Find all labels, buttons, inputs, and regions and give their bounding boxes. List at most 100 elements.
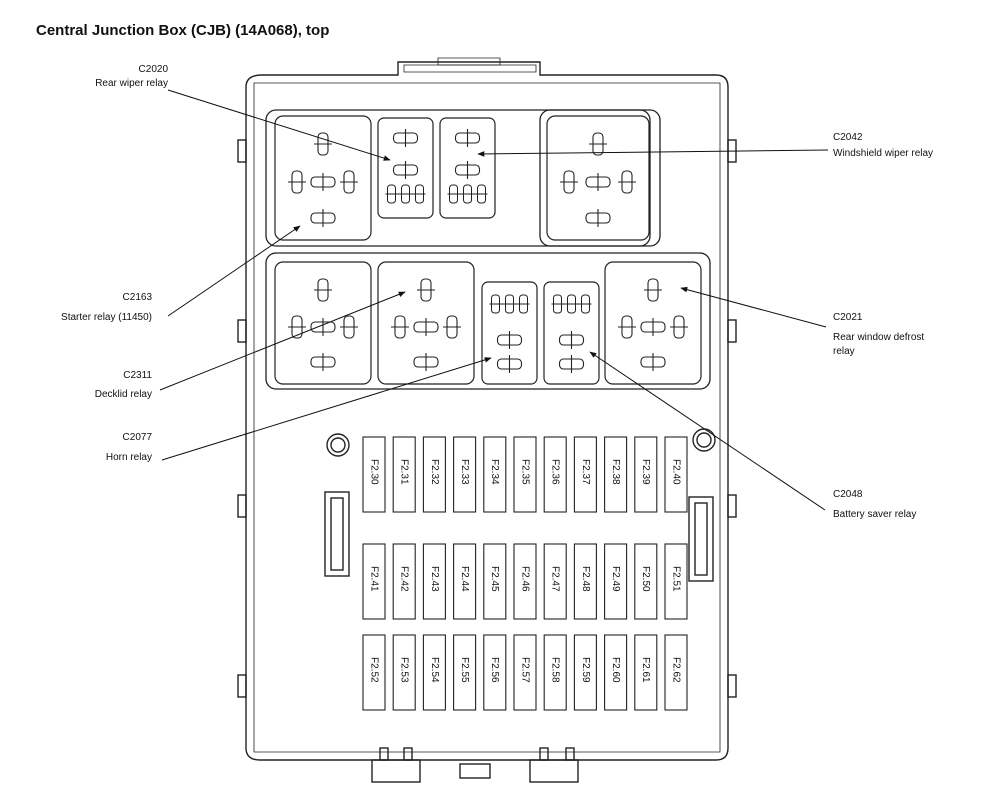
callout-c2077-name: Horn relay [106,452,152,463]
fuse-label: F2.36 [550,459,561,485]
fuse-body [664,543,688,620]
fuse-label: F2.35 [519,459,530,485]
fuse-body [634,436,658,513]
fuse-body [453,634,477,711]
fuse-slot: F2.44 [453,543,477,620]
fuse-slot: F2.41 [362,543,386,620]
fuse-slot: F2.48 [573,543,597,620]
fuse-label: F2.62 [670,657,681,683]
fuse-slot: F2.35 [513,436,537,513]
fuse-slot: F2.55 [453,634,477,711]
leader-c2021 [680,286,827,328]
fuse-slot: F2.50 [634,543,658,620]
fuse-body [392,543,416,620]
leader-c2077 [161,357,492,461]
fuse-body [664,634,688,711]
relay-c2042-windshield-wiper [439,117,496,219]
fuse-body [513,436,537,513]
fuse-body [422,634,446,711]
fuse-slot: F2.58 [543,634,567,711]
fuse-slot: F2.62 [664,634,688,711]
fuse-slot: F2.61 [634,634,658,711]
fuse-body [573,543,597,620]
fuse-slot: F2.52 [362,634,386,711]
fuse-label: F2.38 [610,459,621,485]
leader-c2311 [159,291,406,391]
fuse-body [634,634,658,711]
fuse-slot: F2.40 [664,436,688,513]
fuse-body [483,543,507,620]
fuse-slot: F2.39 [634,436,658,513]
fuse-label: F2.52 [368,657,379,683]
fuse-label: F2.56 [489,657,500,683]
fuse-body [362,436,386,513]
callout-c2048-name: Battery saver relay [833,509,916,520]
fuse-slot: F2.56 [483,634,507,711]
fuse-slot: F2.37 [573,436,597,513]
fuse-body [453,436,477,513]
fuse-body [483,634,507,711]
fuse-slot: F2.34 [483,436,507,513]
fuse-slot: F2.59 [573,634,597,711]
leader-lines [159,89,829,511]
fuse-label: F2.54 [429,657,440,683]
fuse-body [422,436,446,513]
fuse-body [362,543,386,620]
fuse-body [634,543,658,620]
callout-c2021-code: C2021 [833,312,863,323]
fuse-slot: F2.38 [604,436,628,513]
fuse-label: F2.46 [519,566,530,592]
fuse-body [483,436,507,513]
relay-c2163-lower [274,261,372,385]
fuse-slot: F2.42 [392,543,416,620]
fuse-slot: F2.60 [604,634,628,711]
fuse-body [422,543,446,620]
fuse-label: F2.43 [429,566,440,592]
fuse-slot: F2.30 [362,436,386,513]
fuse-label: F2.55 [459,657,470,683]
fuse-label: F2.42 [399,566,410,592]
fuse-body [392,634,416,711]
fuse-label: F2.44 [459,566,470,592]
fuse-body [543,543,567,620]
fuse-body [392,436,416,513]
fuse-label: F2.50 [640,566,651,592]
fuse-label: F2.60 [610,657,621,683]
fuse-slot: F2.54 [422,634,446,711]
fuse-body [573,436,597,513]
fuse-label: F2.59 [580,657,591,683]
relay-group [274,115,702,385]
leader-c2020 [167,89,391,161]
fuse-body [604,634,628,711]
relay-c2077-horn [481,281,538,385]
fuse-slot: F2.57 [513,634,537,711]
fuse-label: F2.41 [368,566,379,592]
fuse-slot: F2.47 [543,543,567,620]
callout-c2163-name: Starter relay (11450) [61,312,152,323]
callout-c2042-code: C2042 [833,132,863,143]
callout-labels: C2020 Rear wiper relay C2042 Windshield … [61,64,933,520]
leader-c2042 [477,149,829,157]
callout-c2042-name: Windshield wiper relay [833,148,933,159]
relay-c2163-starter [274,115,372,241]
callout-c2021-name-line1: Rear window defrost [833,332,924,343]
fuse-slot: F2.49 [604,543,628,620]
fuse-body [604,543,628,620]
fuse-label: F2.32 [429,459,440,485]
fuse-body [543,436,567,513]
callout-c2311-name: Decklid relay [95,389,152,400]
fuse-body [362,634,386,711]
fuse-slot: F2.45 [483,543,507,620]
fuse-body [513,543,537,620]
fuse-body [453,543,477,620]
fuse-label: F2.58 [550,657,561,683]
relay-c2042-housing [546,115,650,241]
fuse-slot: F2.51 [664,543,688,620]
fuse-body [513,634,537,711]
fuse-slot: F2.43 [422,543,446,620]
fuse-slot: F2.32 [422,436,446,513]
fuse-slot: F2.36 [543,436,567,513]
fuse-body [604,436,628,513]
leader-c2163 [167,225,301,317]
